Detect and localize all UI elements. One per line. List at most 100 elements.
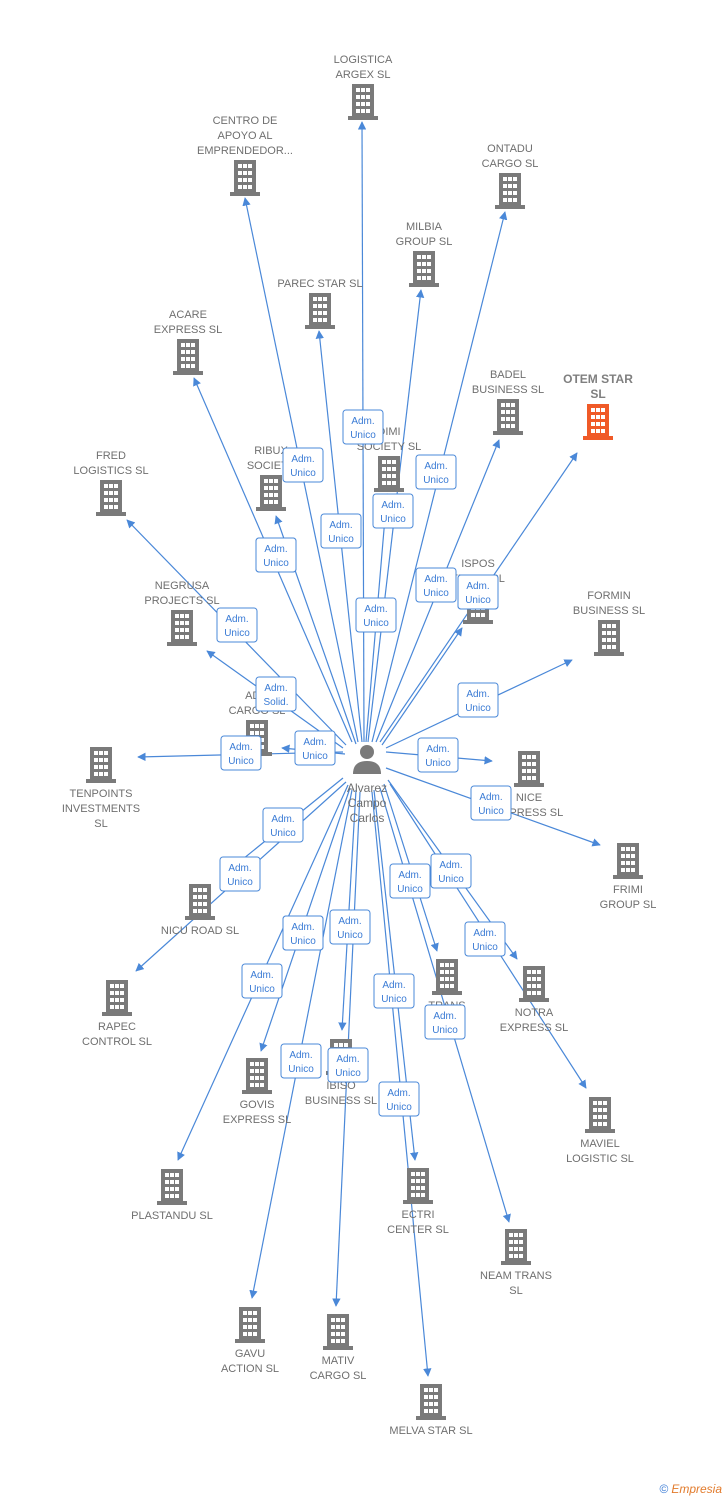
role-badge: Adm.Unico bbox=[255, 537, 297, 573]
building-icon bbox=[96, 480, 126, 516]
role-badge: Adm.Unico bbox=[342, 409, 384, 445]
role-badge: Adm.Unico bbox=[373, 973, 415, 1009]
role-badge: Adm.Unico bbox=[294, 730, 336, 766]
edge-ispos-trans bbox=[381, 627, 463, 746]
building-icon bbox=[495, 173, 525, 209]
svg-text:Adm.Unico: Adm.Unico bbox=[328, 520, 354, 545]
brand-watermark: ©Empresia bbox=[659, 1482, 722, 1496]
building-icon bbox=[230, 160, 260, 196]
svg-text:Adm.Solid.: Adm.Solid. bbox=[263, 683, 288, 708]
role-badge: Adm.Solid. bbox=[255, 676, 297, 712]
role-badge: Adm.Unico bbox=[280, 1043, 322, 1079]
building-icon bbox=[374, 456, 404, 492]
company-node-melva-star[interactable]: MELVA STAR SL bbox=[389, 1384, 473, 1437]
building-icon bbox=[585, 1097, 615, 1133]
building-icon bbox=[348, 84, 378, 120]
building-icon bbox=[403, 1168, 433, 1204]
svg-text:Adm.Unico: Adm.Unico bbox=[290, 454, 316, 479]
role-badge: Adm.Unico bbox=[464, 921, 506, 957]
building-icon bbox=[416, 1384, 446, 1420]
building-icon bbox=[235, 1307, 265, 1343]
building-icon bbox=[305, 293, 335, 329]
svg-text:Adm.Unico: Adm.Unico bbox=[228, 742, 254, 767]
role-badge: Adm.Unico bbox=[355, 597, 397, 633]
svg-text:Adm.Unico: Adm.Unico bbox=[363, 604, 389, 629]
svg-text:Adm.Unico: Adm.Unico bbox=[423, 574, 449, 599]
svg-text:Adm.Unico: Adm.Unico bbox=[270, 814, 296, 839]
building-icon bbox=[185, 884, 215, 920]
building-icon bbox=[613, 843, 643, 879]
svg-text:Adm.Unico: Adm.Unico bbox=[380, 500, 406, 525]
company-node-plastandu[interactable]: PLASTANDU SL bbox=[131, 1169, 213, 1222]
company-node-nicu-road[interactable]: NICU ROAD SL bbox=[161, 884, 239, 937]
svg-text:Adm.Unico: Adm.Unico bbox=[335, 1054, 361, 1079]
svg-text:Adm.Unico: Adm.Unico bbox=[465, 581, 491, 606]
building-icon bbox=[157, 1169, 187, 1205]
role-badge: Adm.Unico bbox=[417, 737, 459, 773]
role-badge: Adm.Unico bbox=[320, 513, 362, 549]
role-badge: Adm.Unico bbox=[282, 915, 324, 951]
company-name: PAREC STAR SL bbox=[277, 278, 362, 290]
building-icon bbox=[102, 980, 132, 1016]
svg-text:Adm.Unico: Adm.Unico bbox=[290, 922, 316, 947]
svg-text:Adm.Unico: Adm.Unico bbox=[224, 614, 250, 639]
svg-text:Adm.Unico: Adm.Unico bbox=[227, 863, 253, 888]
svg-text:Adm.Unico: Adm.Unico bbox=[249, 970, 275, 995]
svg-text:Adm.Unico: Adm.Unico bbox=[337, 916, 363, 941]
role-badge: Adm.Unico bbox=[378, 1081, 420, 1117]
company-name: MELVA STAR SL bbox=[389, 1425, 472, 1437]
role-badge: Adm.Unico bbox=[220, 735, 262, 771]
building-icon bbox=[409, 251, 439, 287]
building-icon bbox=[432, 959, 462, 995]
role-badge: Adm.Unico bbox=[424, 1004, 466, 1040]
company-node-parec-star[interactable]: PAREC STAR SL bbox=[277, 278, 363, 329]
svg-text:Adm.Unico: Adm.Unico bbox=[350, 416, 376, 441]
role-badge: Adm.Unico bbox=[457, 682, 499, 718]
svg-text:Adm.Unico: Adm.Unico bbox=[397, 870, 423, 895]
building-icon bbox=[173, 339, 203, 375]
role-badge: Adm.Unico bbox=[470, 785, 512, 821]
role-badge: Adm.Unico bbox=[457, 574, 499, 610]
svg-text:Adm.Unico: Adm.Unico bbox=[423, 461, 449, 486]
svg-text:Adm.Unico: Adm.Unico bbox=[425, 744, 451, 769]
svg-text:Adm.Unico: Adm.Unico bbox=[472, 928, 498, 953]
building-icon bbox=[583, 404, 613, 440]
building-icon bbox=[493, 399, 523, 435]
building-icon bbox=[519, 966, 549, 1002]
